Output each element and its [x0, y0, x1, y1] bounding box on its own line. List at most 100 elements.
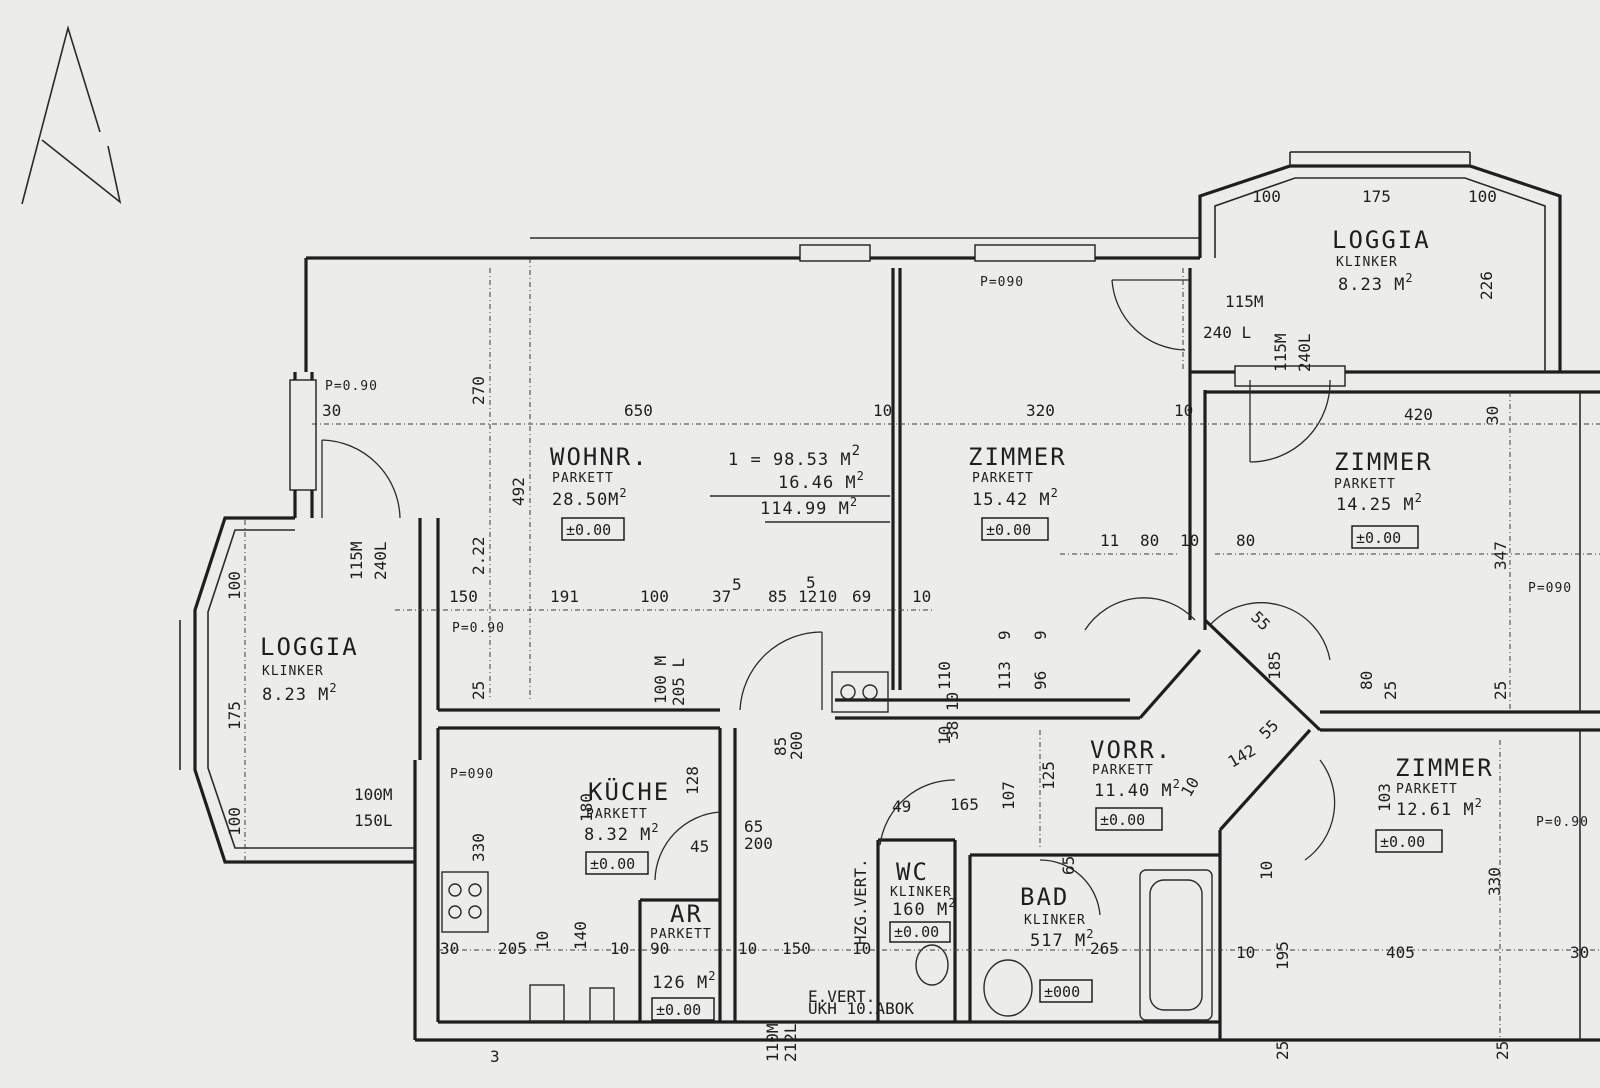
dimension-label: 10 — [533, 931, 552, 950]
dimension-label: 142 — [1225, 741, 1260, 772]
annotation-label: 110M — [763, 1023, 782, 1062]
dimension-label: 5 — [732, 575, 742, 594]
room-floor: KLINKER — [262, 664, 324, 679]
dimension-label: 180 — [577, 793, 596, 822]
dimension-label: 175 — [1362, 187, 1391, 206]
dimension-label: 200 — [787, 731, 806, 760]
dimension-label: 10 — [610, 939, 629, 958]
room-loggia-left: LOGGIA KLINKER 8.23 M2 — [260, 633, 359, 705]
dimension-label: 113 — [995, 661, 1014, 690]
bathtub-icon — [1139, 869, 1213, 1021]
room-name: ZIMMER — [968, 443, 1067, 471]
room-level: ±0.00 — [566, 521, 611, 539]
dimension-lines — [244, 258, 1600, 1040]
parapet-label: P=0.90 — [325, 379, 378, 394]
room-loggia-top: LOGGIA KLINKER 8.23 M2 — [1332, 226, 1429, 295]
room-floor: PARKETT — [586, 807, 648, 822]
dimension-label: 10 — [912, 587, 931, 606]
dimension-label: 100 M — [651, 656, 670, 704]
room-area: 8.23 M2 — [1338, 271, 1414, 295]
outer-walls — [179, 151, 1600, 1042]
room-zimmer-2: ZIMMER PARKETT 14.25 M2 ±0.00 — [1334, 448, 1431, 549]
dimension-label: 226 — [1477, 271, 1496, 300]
dimension-label: 100M — [354, 785, 393, 804]
stove-icon — [831, 671, 889, 713]
dimension-label: 265 — [1090, 939, 1119, 958]
dimension-label: 100 — [225, 807, 244, 836]
dimension-label: 150L — [354, 811, 393, 830]
dimension-label: 25 — [1491, 681, 1510, 700]
dimension-label: 10 — [1257, 861, 1276, 880]
dimension-label: 650 — [624, 401, 653, 420]
dimension-label: 80 — [1140, 531, 1159, 550]
dimension-label: 37 — [712, 587, 731, 606]
room-name: AR — [670, 900, 703, 928]
dimension-label: 80 — [1357, 671, 1376, 690]
room-level: ±0.00 — [986, 521, 1031, 539]
parapet-labels: P=090 P=0.90 P=0.90 P=090 P=090 P=0.90 — [325, 275, 1588, 830]
total-line-1: 1 = 98.53 M2 — [728, 443, 861, 470]
dimension-label: 90 — [650, 939, 669, 958]
room-floor: PARKETT — [972, 471, 1034, 486]
room-area: 126 M2 — [652, 969, 716, 993]
room-ar: AR PARKETT 126 M2 ±0.00 — [650, 900, 716, 1021]
room-level: ±000 — [1044, 983, 1080, 1001]
room-zimmer-3: ZIMMER PARKETT 12.61 M2 ±0.00 — [1375, 754, 1494, 853]
room-area: 8.32 M2 — [584, 821, 660, 845]
dimension-label: 140 — [571, 921, 590, 950]
dimension-label: 10 — [738, 939, 757, 958]
dimension-label: 3 — [490, 1047, 500, 1066]
dimension-label: 30 — [440, 939, 459, 958]
dimension-label: 96 — [1031, 671, 1050, 690]
dimension-label: 103 — [1375, 783, 1394, 812]
dimension-label: 10 — [873, 401, 892, 420]
parapet-label: P=090 — [450, 767, 494, 782]
dimension-label: 25 — [469, 681, 488, 700]
room-zimmer-1: ZIMMER PARKETT 15.42 M2 ±0.00 — [968, 443, 1067, 541]
dimension-label: 55 — [1255, 716, 1282, 743]
parapet-label: P=0.90 — [452, 621, 505, 636]
dimension-label: 107 — [999, 781, 1018, 810]
fixtures — [441, 671, 1213, 1023]
dimension-label: 150 — [782, 939, 811, 958]
dimension-label: 55 — [1247, 607, 1274, 634]
room-name: LOGGIA — [260, 633, 359, 661]
total-line-2: 16.46 M2 — [778, 469, 865, 493]
washbasin-icon — [983, 959, 1033, 1017]
dimension-label: 125 — [1039, 761, 1058, 790]
dimension-label: 165 — [950, 795, 979, 814]
dimension-label: 100 — [1468, 187, 1497, 206]
dimension-label: 5 — [806, 573, 816, 592]
dimension-label: 30 — [322, 401, 341, 420]
dimension-label: 9 — [1031, 630, 1050, 640]
dimension-label: 45 — [690, 837, 709, 856]
dimension-label: 110 — [935, 661, 954, 690]
dimension-label: 115M — [347, 541, 366, 580]
dimension-label: 10 — [1236, 943, 1255, 962]
dimension-label: 240 L — [1203, 323, 1251, 342]
room-floor: PARKETT — [650, 927, 712, 942]
windows — [289, 244, 1346, 491]
annotation-label: 212L — [781, 1023, 800, 1062]
room-name: ZIMMER — [1395, 754, 1494, 782]
room-floor: PARKETT — [1396, 782, 1458, 797]
dimension-label: 2.22 — [469, 536, 488, 575]
room-vorr: VORR. PARKETT 11.40 M2 ±0.00 — [1090, 736, 1180, 831]
dimension-label: 25 — [1273, 1041, 1292, 1060]
room-floor: PARKETT — [552, 471, 614, 486]
dimension-label: 205 — [498, 939, 527, 958]
dimension-label: 100 — [225, 571, 244, 600]
room-floor: PARKETT — [1334, 477, 1396, 492]
dimension-label: 10 — [852, 939, 871, 958]
room-floor: KLINKER — [1024, 913, 1086, 928]
dimension-label: 80 — [1236, 531, 1255, 550]
dimension-label: 10 — [1180, 531, 1199, 550]
dimension-label: 10 — [818, 587, 837, 606]
parapet-label: P=090 — [1528, 581, 1572, 596]
room-name: WOHNR. — [550, 443, 649, 471]
room-level: ±0.00 — [1356, 529, 1401, 547]
room-level: ±0.00 — [894, 923, 939, 941]
room-level: ±0.00 — [1100, 811, 1145, 829]
dimension-label: 25 — [1381, 681, 1400, 700]
